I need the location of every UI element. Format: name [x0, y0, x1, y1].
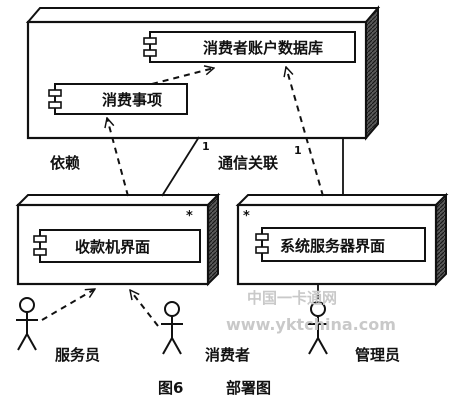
- server-component: 系统服务器界面: [255, 227, 426, 262]
- cash-node-star: *: [186, 209, 193, 224]
- waiter-to-cash-dependency: [41, 288, 95, 321]
- server-to-db-dependency: [286, 67, 324, 197]
- cash-comm-link: [161, 136, 200, 197]
- comm-association-label: 通信关联: [218, 154, 279, 172]
- server-component-label: 系统服务器界面: [280, 237, 385, 255]
- watermark-url: www.yktchina.com: [226, 315, 396, 334]
- actor-waiter: [16, 297, 38, 351]
- actor-consumer: [161, 301, 183, 355]
- figure-title: 部署图: [226, 379, 271, 397]
- event-component-label: 消费事项: [102, 91, 162, 109]
- actor-admin-label: 管理员: [355, 346, 400, 364]
- watermark-site-name: 中国一卡通网: [247, 289, 337, 307]
- db-component-label: 消费者账户数据库: [203, 39, 323, 57]
- cash-register-label: 收款机界面: [75, 238, 150, 256]
- multiplicity-right: 1: [294, 144, 302, 157]
- server-node-star: *: [243, 209, 250, 224]
- event-component: 消费事项: [48, 83, 188, 115]
- actor-consumer-label: 消费者: [205, 346, 250, 364]
- actor-admin: [307, 301, 329, 355]
- multiplicity-left: 1: [202, 140, 210, 153]
- db-component: 消费者账户数据库: [143, 31, 356, 63]
- cash-to-event-dependency: [107, 118, 129, 197]
- consumer-to-cash-dependency: [130, 290, 159, 327]
- dependency-label: 依赖: [50, 154, 80, 172]
- database-node: [25, 5, 381, 141]
- cash-register-component: 收款机界面: [33, 229, 201, 263]
- actor-waiter-label: 服务员: [55, 346, 100, 364]
- figure-number: 图6: [158, 379, 183, 397]
